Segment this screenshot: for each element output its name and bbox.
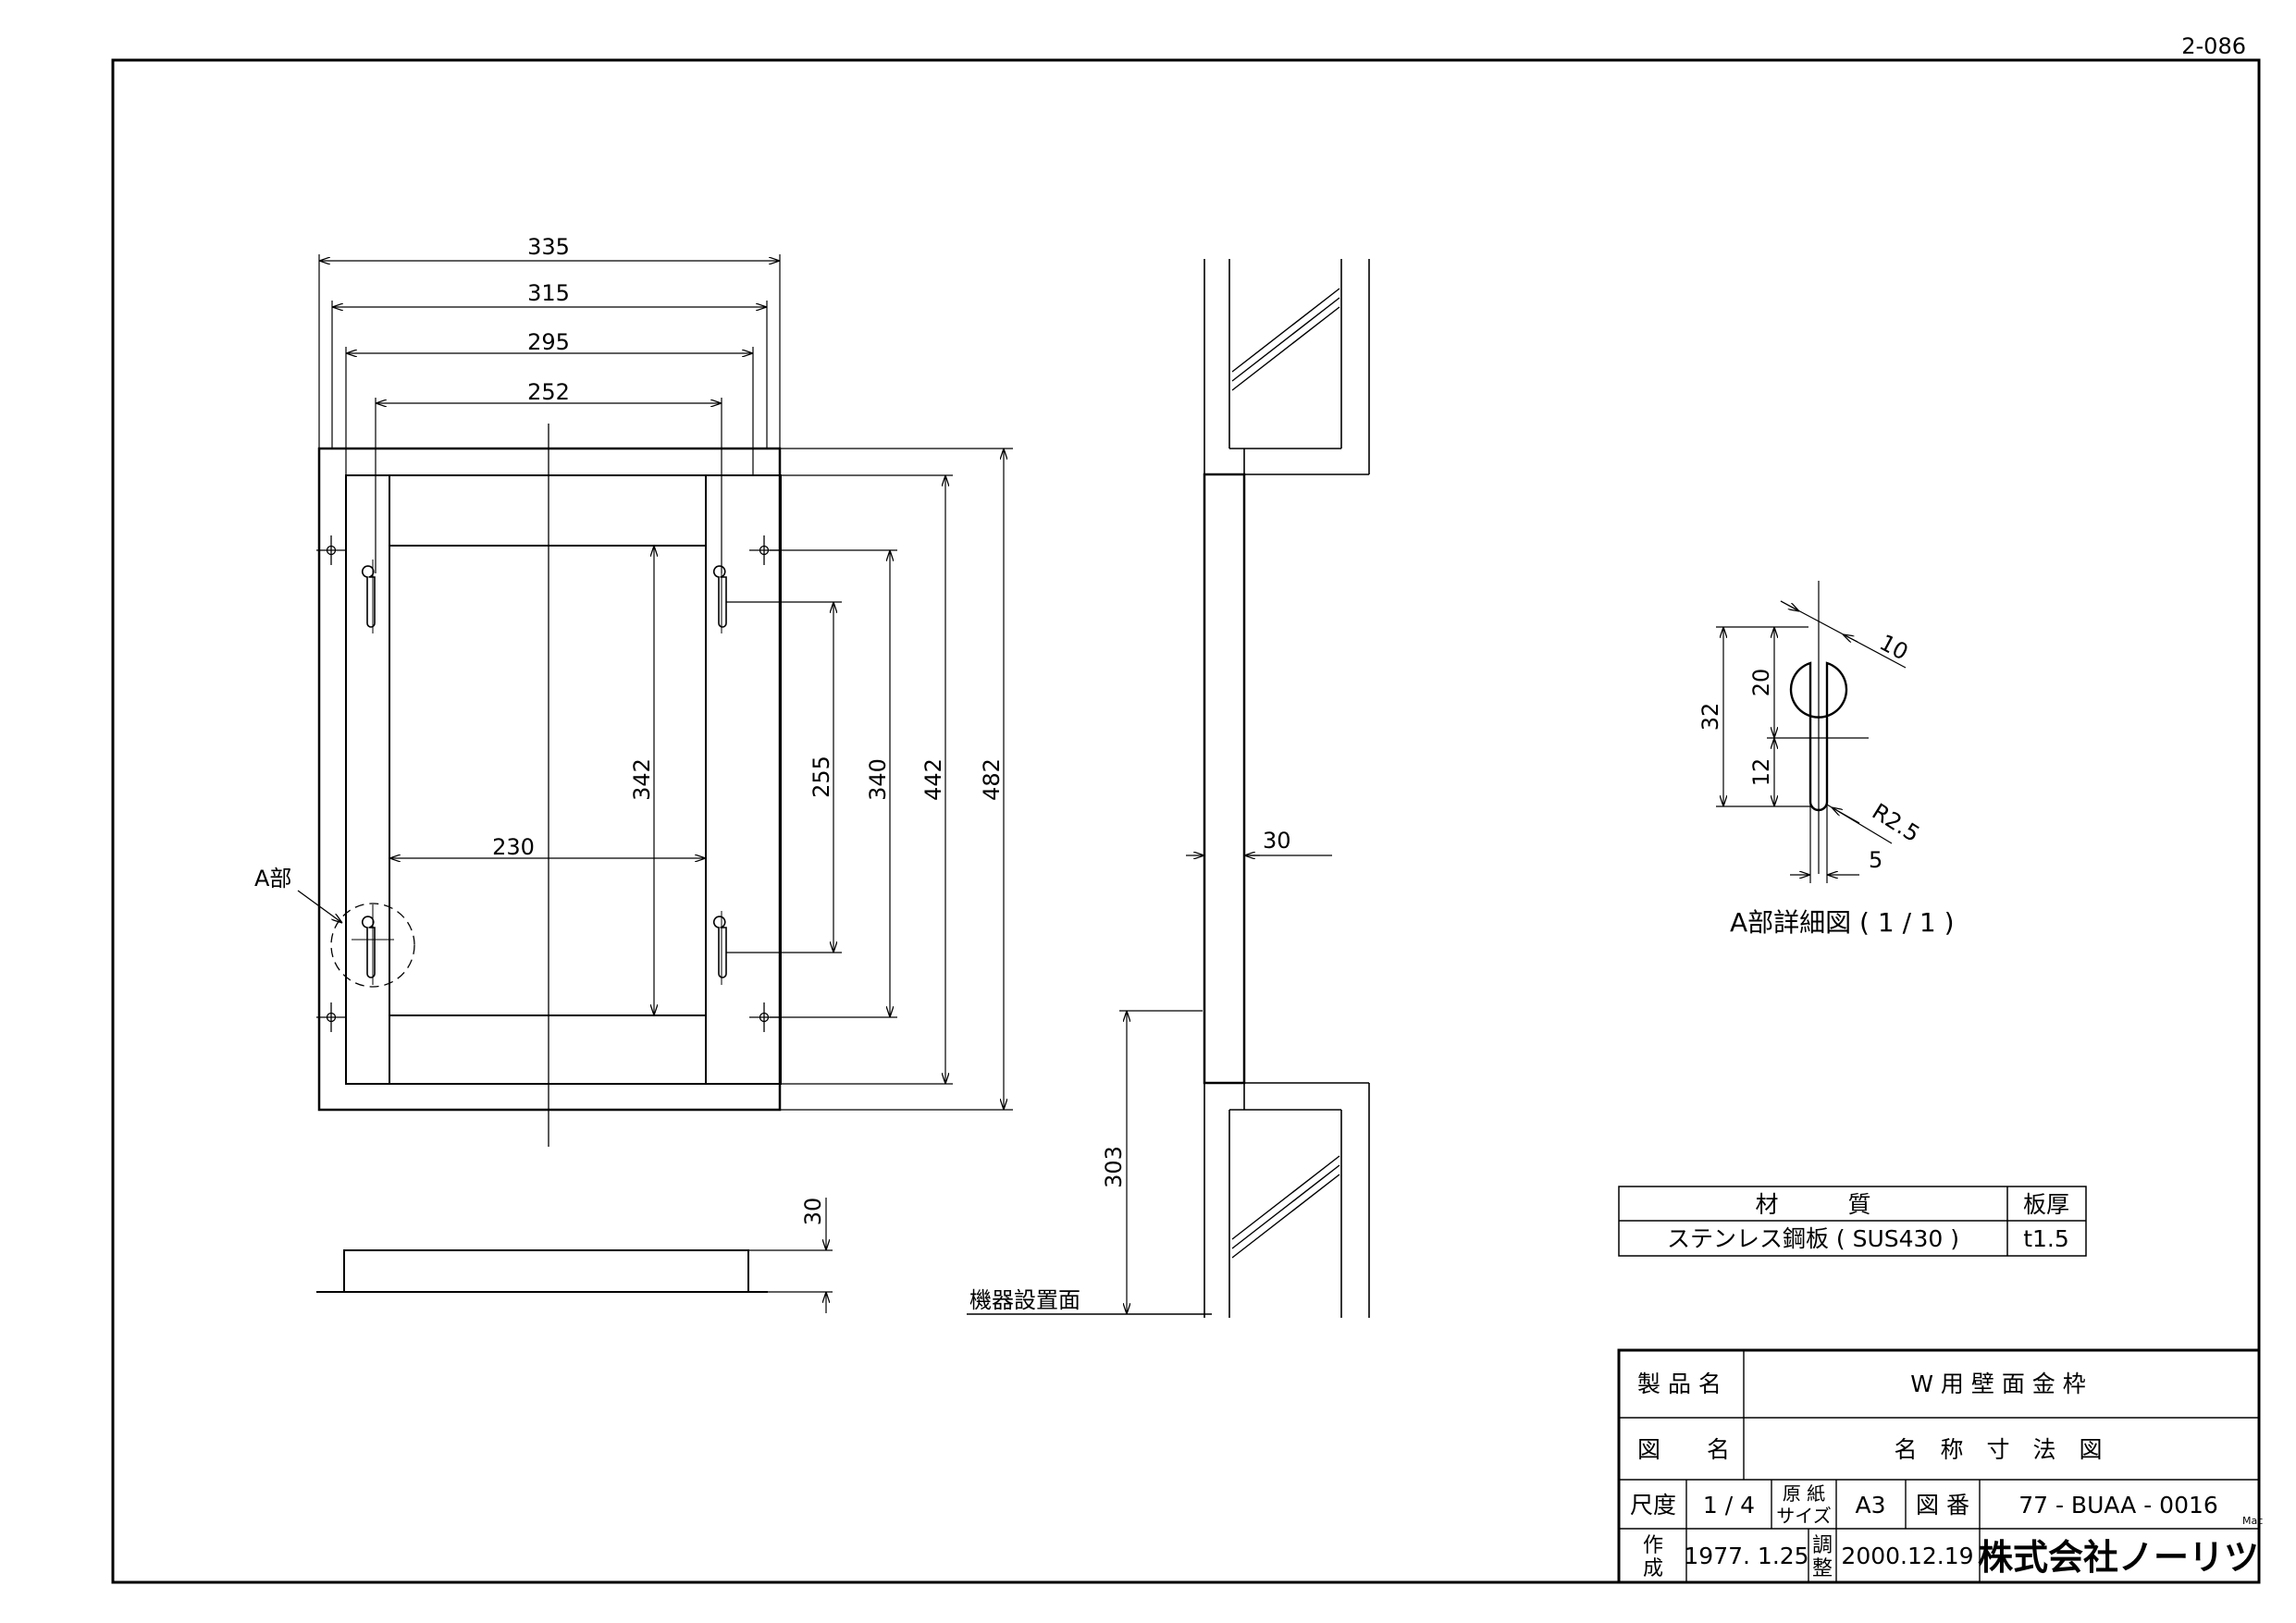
- thickness-value: t1.5: [2023, 1225, 2069, 1252]
- material-table: [1618, 1186, 2087, 1257]
- mounting-hole: [316, 1002, 346, 1032]
- dim-detail-10: 10: [1875, 630, 1912, 666]
- company-name: 株式会社ノーリツ: [1978, 1537, 2259, 1578]
- dim-255: 255: [809, 756, 834, 798]
- dim-482: 482: [979, 758, 1005, 801]
- keyhole-outline: [1789, 661, 1848, 812]
- title-block: [1617, 1348, 2261, 1584]
- detail-a-callout-circle: [330, 903, 415, 988]
- product-name-label: 製 品 名: [1637, 1371, 1722, 1397]
- material-value: ステンレス鋼板 ( SUS430 ): [1667, 1225, 1959, 1252]
- front-view: [297, 254, 1013, 1147]
- paper-size-label-2: サイズ: [1776, 1505, 1831, 1527]
- wall-hatching: [1231, 288, 1340, 1259]
- dim-detail-20: 20: [1748, 669, 1774, 697]
- outer-frame: [317, 447, 782, 1112]
- dim-side-30: 30: [1263, 828, 1291, 854]
- dim-340: 340: [865, 758, 891, 801]
- bottom-profile: [343, 1249, 749, 1293]
- drawing-no-label: 図 番: [1916, 1492, 1969, 1518]
- paper-size-label-1: 原 紙: [1783, 1482, 1825, 1505]
- inner-frame: [345, 474, 782, 1085]
- dim-303: 303: [1101, 1146, 1127, 1188]
- keyhole-slot: [712, 559, 727, 633]
- created-label-1: 作: [1643, 1534, 1663, 1557]
- paper-size: A3: [1855, 1492, 1885, 1518]
- detail-a-view: [1716, 581, 1907, 883]
- scale-value: 1 / 4: [1703, 1492, 1755, 1518]
- adjusted-label-1: 調: [1812, 1534, 1833, 1557]
- detail-a-caption: A部詳細図 ( 1 / 1 ): [1730, 907, 1955, 938]
- adjusted-date: 2000.12.19: [1841, 1543, 1973, 1569]
- mac-tag: Mac: [2242, 1515, 2263, 1527]
- thickness-header: 板厚: [2023, 1191, 2069, 1218]
- dim-315: 315: [527, 280, 570, 306]
- part-a-label: A部: [254, 866, 291, 891]
- created-label-2: 成: [1643, 1557, 1663, 1580]
- frame-section: [1203, 473, 1246, 1085]
- dim-detail-32: 32: [1697, 703, 1723, 732]
- opening: [389, 545, 707, 1016]
- drawing-no: 77 - BUAA - 0016: [2018, 1492, 2218, 1518]
- sheet-border: [111, 58, 2261, 1584]
- dim-230: 230: [492, 834, 535, 860]
- side-view: [967, 259, 1370, 1318]
- drawing-name-label: 図 名: [1637, 1436, 1730, 1463]
- adjusted-label-2: 整: [1812, 1557, 1833, 1580]
- product-name: W 用 壁 面 金 枠: [1910, 1371, 2085, 1397]
- dim-252: 252: [527, 379, 570, 405]
- dim-detail-r25: R2.5: [1868, 798, 1924, 847]
- keyhole-slot: [361, 559, 376, 633]
- sheet-number: 2-086: [2181, 33, 2246, 59]
- drawing-name: 名 称 寸 法 図: [1894, 1436, 2102, 1463]
- keyhole-slot: [352, 904, 394, 985]
- scale-label: 尺度: [1630, 1492, 1676, 1518]
- keyhole-slot: [712, 911, 727, 985]
- dim-442: 442: [920, 758, 946, 801]
- material-header: 材 質: [1755, 1191, 1870, 1218]
- mounting-hole: [316, 535, 346, 565]
- bottom-view: [316, 1198, 833, 1313]
- dim-295: 295: [527, 329, 570, 355]
- dim-335: 335: [527, 234, 570, 260]
- dim-bottom-30: 30: [800, 1198, 826, 1226]
- created-date: 1977. 1.25: [1684, 1543, 1808, 1569]
- dim-detail-12: 12: [1748, 758, 1774, 787]
- dim-342: 342: [629, 758, 655, 801]
- detail-a-leader: [297, 890, 342, 923]
- dim-detail-5: 5: [1869, 847, 1882, 873]
- install-surface-label: 機器設置面: [969, 1287, 1080, 1313]
